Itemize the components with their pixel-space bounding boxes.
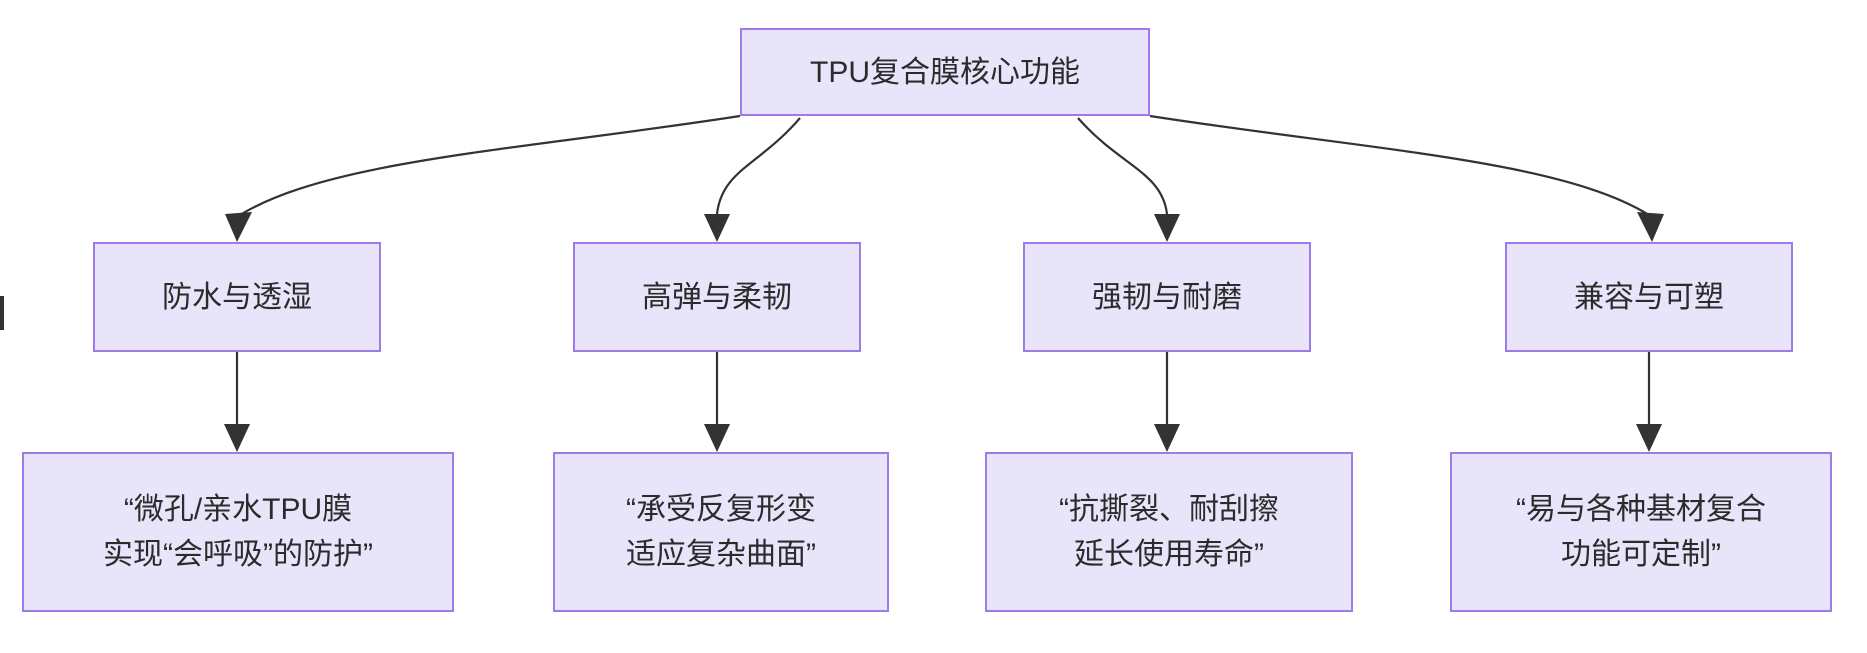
edge-root-to-branch-1 bbox=[239, 114, 741, 216]
edge-arrowhead-root-to-branch-3 bbox=[1154, 214, 1180, 242]
node-branch-3[interactable]: 强韧与耐磨 bbox=[1023, 242, 1311, 352]
edge-arrowhead-branch-1-to-detail-1 bbox=[224, 424, 250, 452]
node-branch-1[interactable]: 防水与透湿 bbox=[93, 242, 381, 352]
edge-arrowhead-branch-3-to-detail-3 bbox=[1154, 424, 1180, 452]
node-root[interactable]: TPU复合膜核心功能 bbox=[740, 28, 1150, 116]
node-branch-2[interactable]: 高弹与柔韧 bbox=[573, 242, 861, 352]
node-detail-3[interactable]: “抗撕裂、耐刮擦 延长使用寿命” bbox=[985, 452, 1353, 612]
node-detail-1[interactable]: “微孔/亲水TPU膜 实现“会呼吸”的防护” bbox=[22, 452, 454, 612]
left-edge-artifact bbox=[0, 296, 4, 330]
node-detail-2[interactable]: “承受反复形变 适应复杂曲面” bbox=[553, 452, 889, 612]
node-detail-4[interactable]: “易与各种基材复合 功能可定制” bbox=[1450, 452, 1832, 612]
edge-root-to-branch-2 bbox=[715, 117, 801, 215]
edge-arrowhead-root-to-branch-4 bbox=[1637, 212, 1664, 242]
edge-arrowhead-root-to-branch-1 bbox=[225, 212, 252, 242]
edge-root-to-branch-3 bbox=[1077, 117, 1169, 215]
edge-arrowhead-branch-4-to-detail-4 bbox=[1636, 424, 1662, 452]
edge-arrowhead-root-to-branch-2 bbox=[704, 214, 730, 242]
node-branch-4[interactable]: 兼容与可塑 bbox=[1505, 242, 1793, 352]
edge-root-to-branch-4 bbox=[1149, 114, 1650, 216]
edge-arrowhead-branch-2-to-detail-2 bbox=[704, 424, 730, 452]
